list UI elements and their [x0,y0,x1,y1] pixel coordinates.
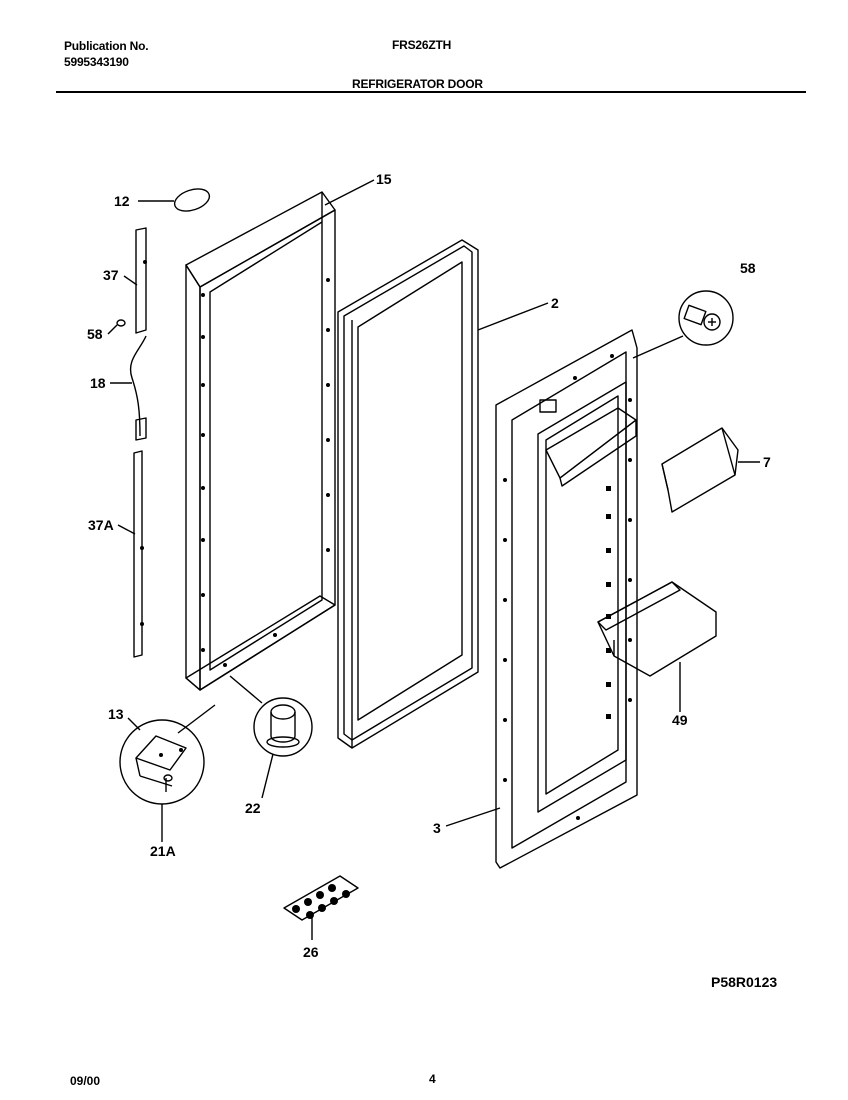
part-15-door-frame [185,191,336,691]
part-3-door-liner [495,329,638,869]
callout-26: 26 [303,944,319,960]
footer-page-number: 4 [429,1072,436,1086]
egg-tray-cups [292,884,350,919]
section-title: REFRIGERATOR DOOR [352,77,483,91]
part-22-roller [266,704,300,748]
callout-22: 22 [245,800,261,816]
part-58-screw-small [116,319,126,327]
model-number: FRS26ZTH [392,38,452,52]
frame-holes [201,278,330,667]
callout-2: 2 [551,295,559,311]
part-12-cap [173,188,211,212]
part-37-trim [135,227,147,334]
part-2-gasket [337,239,479,749]
callout-37: 37 [103,267,119,283]
callout-37A: 37A [88,517,114,533]
callout-15: 15 [376,171,392,187]
part-22-roller-circle [253,697,313,757]
callout-21A: 21A [150,843,176,859]
liner-shelf-tabs [606,486,611,719]
screw-detail [683,304,721,331]
callout-58-left: 58 [87,326,103,342]
part-21A-screw [163,774,173,792]
footer-date: 09/00 [70,1074,101,1088]
liner-holes [503,354,632,820]
part-18-hinge-cable [129,335,147,437]
part-7-cover [661,427,739,513]
callout-3: 3 [433,820,441,836]
callout-12: 12 [114,193,130,209]
header-rule [56,91,806,93]
callout-49: 49 [672,712,688,728]
callout-13: 13 [108,706,124,722]
part-37A-trim [133,450,143,658]
publication-label: Publication No. [64,39,149,53]
diagram-code: P58R0123 [711,974,778,990]
part-13-hinge-circle [119,719,205,805]
part-13-hinge [135,735,187,787]
part-49-bin [597,581,717,677]
part-58-screw-circle [678,290,734,346]
callout-7: 7 [763,454,771,470]
publication-number: 5995343190 [64,55,129,69]
part-26-egg-tray [283,875,359,921]
callout-18: 18 [90,375,106,391]
callout-58-right: 58 [740,260,756,276]
